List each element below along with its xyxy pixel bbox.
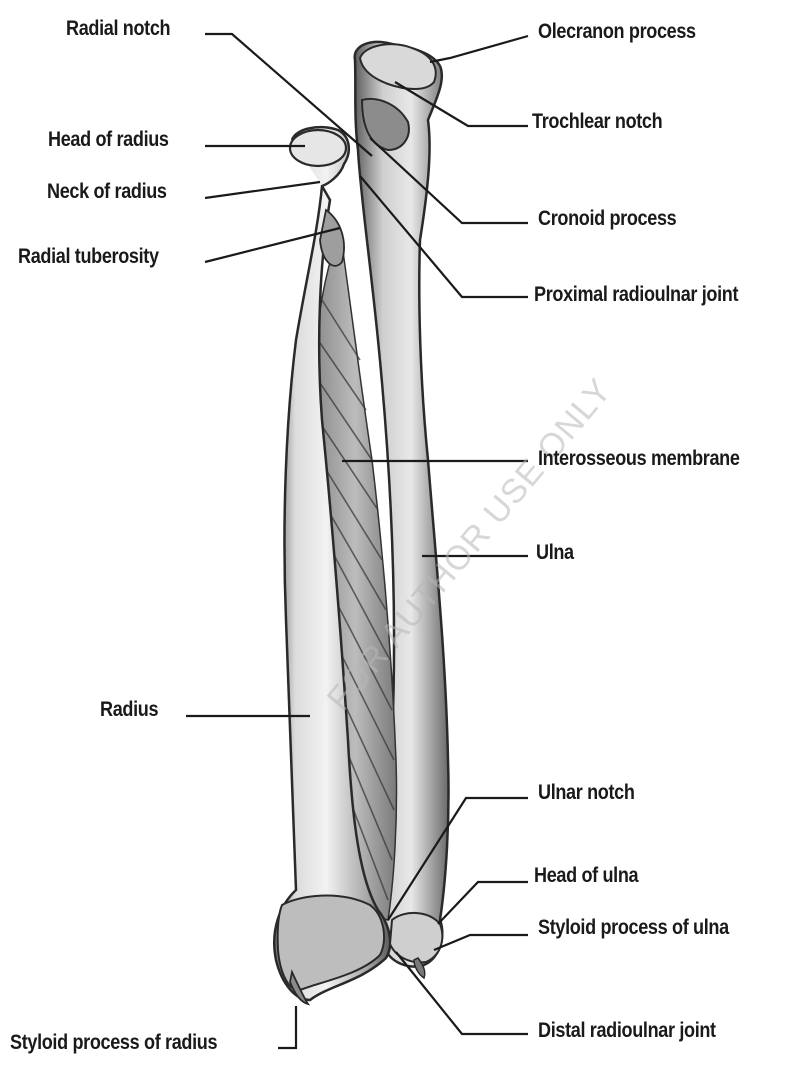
- leader-head-of-ulna: [437, 880, 528, 925]
- radial-head-shape: [288, 128, 348, 168]
- label-styloid-process-of-radius: Styloid process of radius: [10, 1031, 218, 1054]
- leader-olecranon: [429, 34, 529, 64]
- ulnar-styloid-shape: [413, 957, 426, 980]
- label-proximal-radioulnar-joint: Proximal radioulnar joint: [534, 283, 739, 306]
- leader-styloid-radius: [278, 1006, 298, 1050]
- trochlear-notch-shape: [360, 98, 410, 152]
- leader-ulnar-notch: [387, 796, 528, 921]
- olecranon-shape: [358, 43, 437, 90]
- label-styloid-process-of-ulna: Styloid process of ulna: [538, 916, 729, 939]
- label-trochlear-notch: Trochlear notch: [532, 110, 663, 133]
- leader-distal-radioulnar: [395, 951, 528, 1036]
- distal-radius-shape: [276, 894, 386, 992]
- leader-lines: [186, 32, 529, 1050]
- label-radius: Radius: [100, 698, 159, 721]
- label-ulna: Ulna: [536, 541, 574, 564]
- ulna-bone: [353, 40, 450, 968]
- label-olecranon-process: Olecranon process: [538, 20, 696, 43]
- leader-proximal-radioulnar: [359, 175, 528, 299]
- label-head-of-radius: Head of radius: [48, 128, 169, 151]
- leader-trochlear-notch: [394, 81, 528, 128]
- label-distal-radioulnar-joint: Distal radioulnar joint: [538, 1019, 716, 1042]
- leader-radial-tuberosity: [204, 226, 341, 264]
- leader-neck-of-radius: [204, 180, 321, 200]
- label-radial-notch: Radial notch: [66, 17, 171, 40]
- label-ulnar-notch: Ulnar notch: [538, 781, 635, 804]
- label-radial-tuberosity: Radial tuberosity: [18, 245, 159, 268]
- radial-tuberosity-shape: [319, 208, 345, 267]
- leader-cronoid-process: [369, 137, 528, 225]
- radial-styloid-shape: [289, 969, 311, 1006]
- radius-bone: [273, 126, 392, 1002]
- label-interosseous-membrane: Interosseous membrane: [538, 447, 740, 470]
- leader-radial-notch: [205, 32, 373, 157]
- label-cronoid-process: Cronoid process: [538, 207, 677, 230]
- leader-styloid-ulna: [433, 933, 528, 952]
- label-neck-of-radius: Neck of radius: [47, 180, 167, 203]
- membrane-fibers: [317, 299, 395, 901]
- label-head-of-ulna: Head of ulna: [534, 864, 639, 887]
